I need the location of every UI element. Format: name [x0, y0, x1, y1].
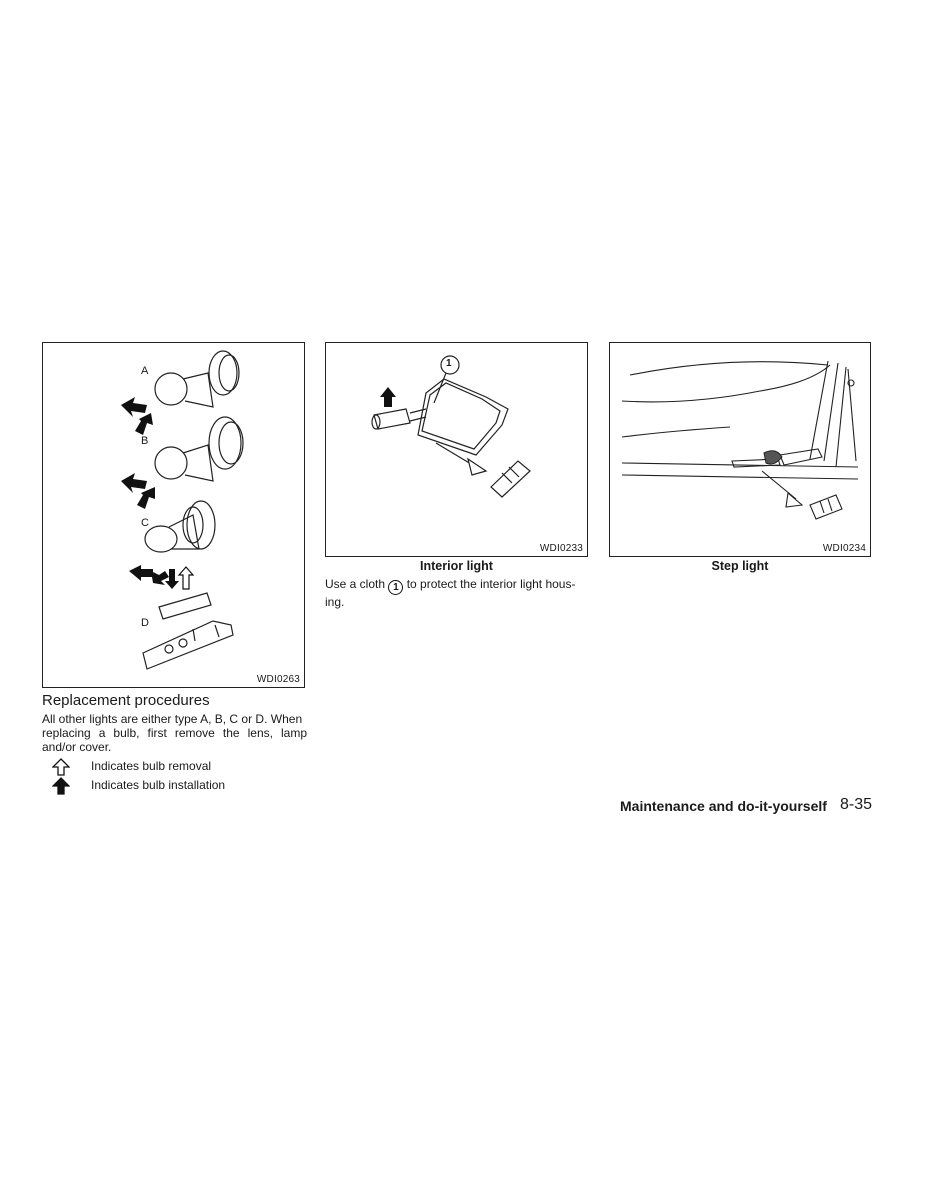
paragraph-line: All other lights are either type A, B, C…: [42, 712, 303, 726]
figure-interior-light: 1 WDI0233: [325, 342, 588, 557]
caption-step-light: Step light: [711, 559, 769, 573]
figure-label-d: D: [141, 617, 149, 629]
figure-code: WDI0234: [822, 543, 866, 554]
paragraph-line: and/or cover.: [42, 740, 112, 754]
figure-label-c: C: [141, 517, 149, 529]
text-before-callout: Use a cloth: [325, 577, 386, 591]
interior-light-text: Use a cloth 1 to protect the interior li…: [325, 577, 590, 609]
figure-code: WDI0233: [539, 543, 583, 554]
replacement-paragraph: All other lights are either type A, B, C…: [42, 712, 307, 754]
legend-text: Indicates bulb installation: [91, 778, 226, 792]
figure-bulb-types: A B C D WDI0263: [42, 342, 305, 688]
text-line-2: ing.: [325, 595, 345, 609]
figure-step-light: WDI0234: [609, 342, 871, 557]
section-heading: Replacement procedures: [42, 692, 210, 709]
figure-label-a: A: [141, 365, 149, 377]
page-number: 8-35: [840, 796, 873, 813]
hollow-arrow-up-icon: [52, 758, 70, 776]
solid-arrow-up-icon: [52, 777, 70, 795]
text-after-callout: to protect the interior light hous-: [406, 577, 576, 591]
interior-light-illustration: [371, 355, 531, 498]
callout-1-label: 1: [446, 358, 452, 369]
figure-label-b: B: [141, 435, 149, 447]
figure-code: WDI0263: [256, 674, 300, 685]
footer-section-title: Maintenance and do-it-yourself: [620, 798, 827, 814]
bulb-types-illustration: [121, 350, 244, 670]
paragraph-line: replacing a bulb, first remove the lens,…: [42, 726, 307, 740]
step-light-illustration: [621, 360, 859, 520]
callout-1-icon: 1: [388, 580, 404, 595]
legend-text: Indicates bulb removal: [91, 759, 212, 773]
caption-interior-light: Interior light: [420, 559, 493, 573]
